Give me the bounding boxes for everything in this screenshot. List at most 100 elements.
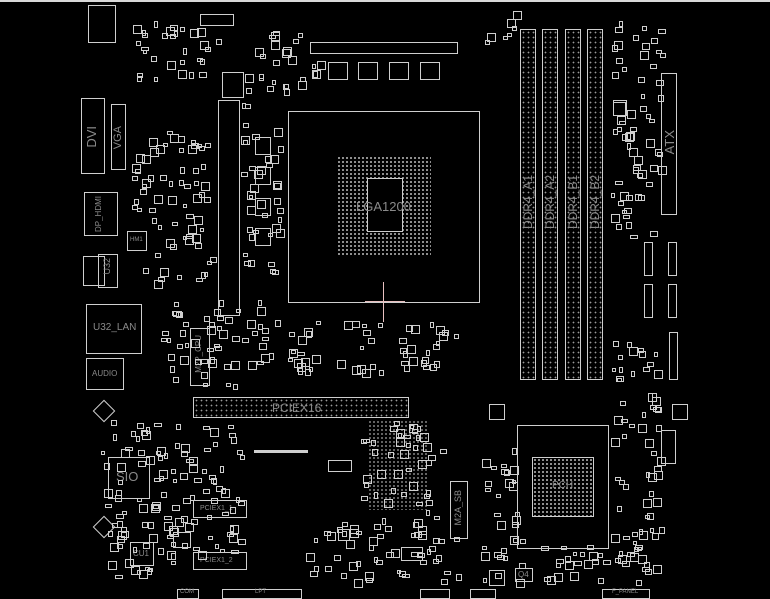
- smd-pad: [360, 495, 369, 502]
- dimm-slot-b2[interactable]: [587, 29, 603, 380]
- lan-connector[interactable]: [86, 304, 142, 354]
- smd-pad: [654, 465, 662, 472]
- smd-pad: [400, 450, 410, 460]
- smd-pad: [175, 423, 181, 430]
- smd-pad: [169, 365, 175, 373]
- smd-pad: [658, 95, 664, 102]
- smd-pad: [156, 145, 166, 155]
- smd-pad: [337, 527, 343, 534]
- smd-pad: [141, 155, 151, 165]
- dimm-slot-b1[interactable]: [565, 29, 581, 380]
- smd-pad: [162, 142, 168, 148]
- m2p-cpu-slot[interactable]: [190, 328, 210, 386]
- smd-pad: [136, 570, 142, 575]
- smd-pad: [619, 550, 624, 558]
- smd-pad: [169, 527, 179, 537]
- smd-pad: [421, 360, 428, 368]
- smd-pad: [124, 559, 134, 569]
- smd-pad: [216, 486, 223, 492]
- smd-pad: [497, 521, 507, 531]
- smd-pad: [154, 252, 161, 259]
- dimm-label-b1: DDR4_B1: [566, 175, 580, 230]
- dimm-slot-a2[interactable]: [542, 29, 558, 380]
- smd-pad: [361, 438, 368, 444]
- smd-pad: [644, 568, 653, 575]
- audio-connector[interactable]: [86, 358, 124, 390]
- smd-pad: [116, 521, 124, 528]
- smd-pad: [219, 466, 225, 473]
- smd-pad: [653, 565, 663, 575]
- smd-pad: [258, 343, 267, 350]
- smd-pad: [228, 433, 236, 439]
- pciex1-2-slot[interactable]: [193, 552, 247, 570]
- usb-connector[interactable]: [83, 256, 105, 286]
- smd-pad: [168, 526, 178, 536]
- smd-pad: [613, 40, 623, 50]
- smd-pad: [500, 548, 507, 555]
- com-label: COM: [180, 589, 194, 595]
- smd-pad: [352, 320, 360, 328]
- smd-pad: [141, 184, 147, 189]
- smd-pad: [183, 183, 191, 189]
- smd-pad: [116, 463, 126, 473]
- smd-pad: [238, 539, 246, 546]
- bottom-header: [470, 589, 496, 599]
- smd-pad: [167, 196, 177, 206]
- smd-pad: [373, 523, 381, 530]
- smd-pad: [653, 351, 659, 358]
- smd-pad: [153, 279, 163, 289]
- smd-pad: [204, 447, 212, 452]
- smd-pad: [610, 533, 620, 543]
- u32-connector[interactable]: [98, 254, 118, 288]
- smd-pad: [177, 274, 183, 280]
- smd-pad: [630, 234, 638, 239]
- smd-pad: [268, 232, 273, 237]
- smd-pad: [420, 432, 430, 442]
- smd-pad: [179, 329, 186, 337]
- cpu-socket-outline[interactable]: [288, 111, 480, 303]
- smd-pad: [167, 534, 175, 539]
- smd-pad: [116, 490, 123, 496]
- smd-pad: [180, 450, 188, 458]
- smd-pad: [481, 458, 491, 468]
- smd-pad: [396, 428, 406, 438]
- smd-pad: [439, 448, 448, 454]
- atx-connector[interactable]: [661, 73, 677, 215]
- mounting-hole: [489, 404, 505, 420]
- vga-connector[interactable]: [111, 104, 126, 170]
- smd-pad: [101, 451, 106, 456]
- smd-pad: [565, 556, 572, 563]
- smd-pad: [364, 571, 374, 581]
- smd-pad: [612, 71, 619, 79]
- smd-pad: [202, 489, 210, 494]
- smd-pad: [289, 349, 299, 359]
- smd-pad: [655, 49, 662, 55]
- smd-pad: [621, 433, 627, 440]
- smd-pad: [512, 448, 518, 455]
- m2a-sb-slot[interactable]: [450, 481, 468, 539]
- u32-label: U32: [102, 258, 112, 275]
- pch-chip[interactable]: [532, 457, 594, 517]
- smd-pad: [198, 71, 207, 79]
- dimm-slot-a1[interactable]: [520, 29, 536, 380]
- smd-pad: [243, 252, 248, 257]
- top-header: [200, 14, 234, 26]
- smd-pad: [194, 242, 203, 249]
- dvi-connector[interactable]: [81, 98, 105, 174]
- smd-pad: [201, 372, 209, 379]
- smd-pad: [304, 327, 314, 337]
- smd-pad: [404, 365, 411, 372]
- smd-pad: [454, 334, 459, 339]
- smd-pad: [160, 337, 167, 343]
- smd-pad: [214, 343, 220, 349]
- smd-pad: [610, 214, 620, 224]
- pciex16-slot[interactable]: [193, 397, 409, 418]
- pciex1-1-slot[interactable]: [193, 500, 247, 518]
- smd-pad: [617, 505, 622, 513]
- smd-pad: [202, 469, 208, 474]
- smd-pad: [116, 536, 125, 543]
- smd-pad: [493, 512, 502, 518]
- smd-pad: [267, 85, 274, 92]
- dp-hdmi-connector[interactable]: [84, 192, 118, 236]
- smd-pad: [632, 531, 638, 538]
